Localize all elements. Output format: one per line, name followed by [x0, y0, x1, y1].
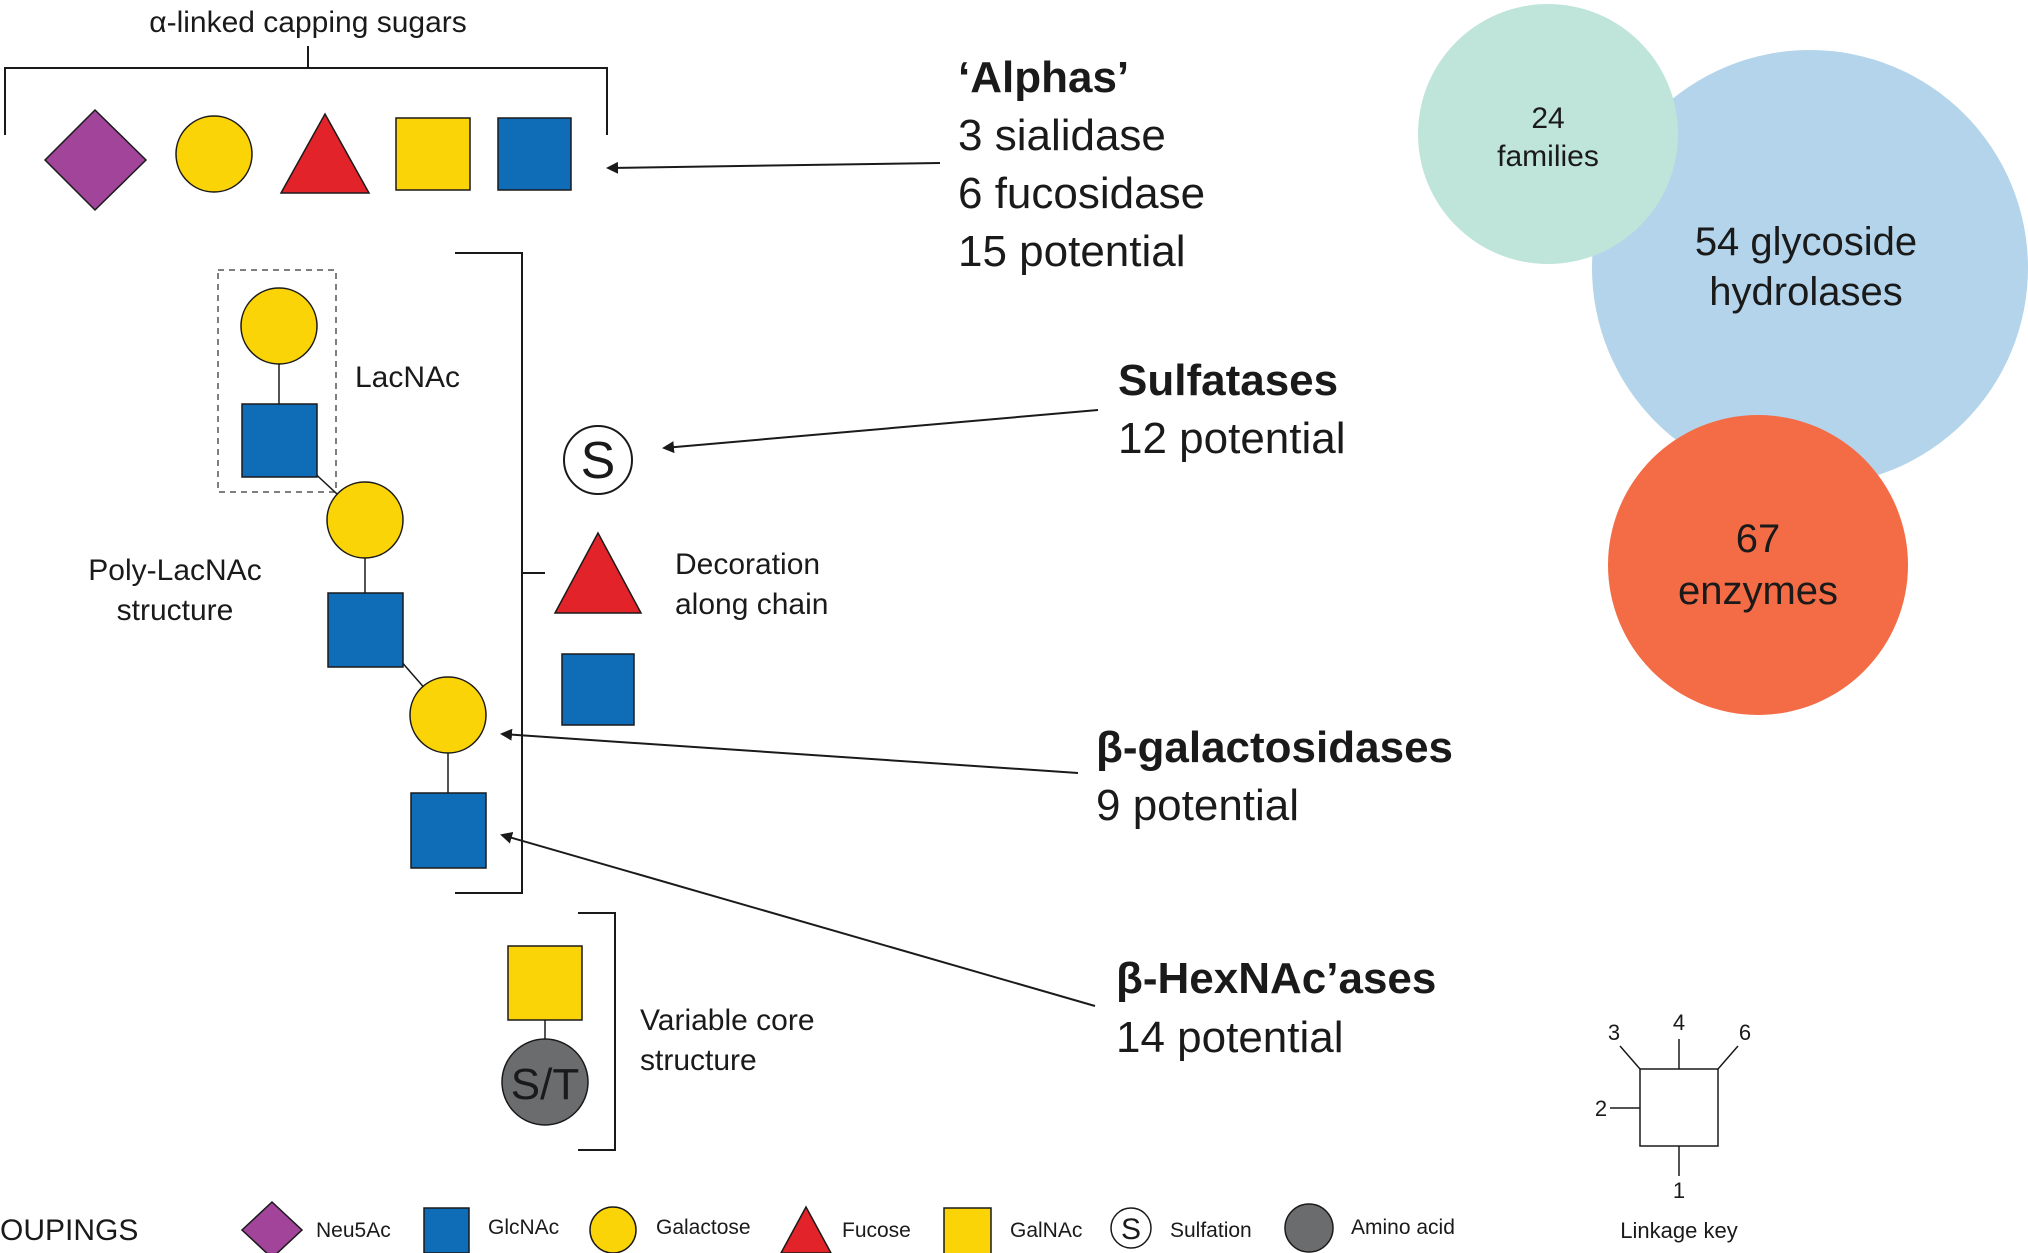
chain-galactose-3: [409, 676, 487, 754]
sulfation-circle-icon: [563, 425, 633, 495]
linkage-position-6: 6: [1739, 1020, 1751, 1045]
amino-acid-symbol: S/T: [511, 1060, 579, 1109]
venn-diagram: 24 families 54 glycoside hydrolases 67 e…: [1418, 4, 2028, 715]
bhex-heading: β-HexNAc’ases: [1116, 954, 1436, 1003]
neu5ac-diamond-icon: [43, 108, 148, 212]
bgal-text: β-galactosidases 9 potential: [1096, 723, 1453, 830]
poly-lacnac-label-line2: structure: [117, 594, 234, 627]
linkage-position-3: 3: [1608, 1020, 1620, 1045]
sulfatases-text: Sulfatases 12 potential: [1118, 356, 1346, 463]
glycoside-hydrolases-line1: 54 glycoside: [1695, 220, 1917, 264]
legend-label-glcnac: GlcNAc: [488, 1216, 559, 1239]
core-label-line2: structure: [640, 1044, 757, 1077]
sulfatases-arrow: [662, 409, 1099, 454]
chain-glcnac-1: [241, 403, 318, 478]
linkage-key: 1 2 3 4 6 Linkage key: [1595, 1010, 1751, 1243]
legend-galnac-icon: [943, 1207, 992, 1253]
enzymes-label: enzymes: [1678, 569, 1838, 613]
decoration-fucose-icon: [553, 531, 643, 614]
chain-glcnac-3: [410, 792, 487, 869]
bgal-line: 9 potential: [1096, 781, 1299, 830]
poly-lacnac-label-line1: Poly-LacNAc: [88, 554, 261, 587]
legend-galactose-icon: [589, 1206, 637, 1253]
linkage-position-4: 4: [1673, 1010, 1685, 1035]
bgal-arrow: [500, 728, 1079, 774]
capping-bracket: [4, 46, 608, 135]
alphas-arrow: [606, 161, 941, 174]
glycoside-hydrolases-circle: [1592, 50, 2028, 486]
arrows: [500, 161, 1099, 1007]
lacnac-label: LacNAc: [355, 361, 460, 394]
decoration-group: S Decoration along chain: [553, 425, 828, 726]
capping-sugars-group: α-linked capping sugars: [4, 6, 608, 212]
chain-bracket: [455, 252, 545, 894]
alphas-heading: ‘Alphas’: [958, 53, 1129, 102]
enzymes-circle: [1608, 415, 1908, 715]
variable-core-group: S/T Variable core structure: [501, 912, 815, 1151]
linkage-position-1: 1: [1673, 1178, 1685, 1203]
legend-label-amino-acid: Amino acid: [1351, 1216, 1455, 1239]
legend-sulfation-icon: [1110, 1207, 1152, 1249]
sulfatases-line: 12 potential: [1118, 414, 1346, 463]
legend-label-galactose: Galactose: [656, 1216, 751, 1239]
chain-galactose-2: [326, 481, 404, 559]
legend-label-sulfation: Sulfation: [1170, 1219, 1252, 1242]
glycoside-hydrolases-line2: hydrolases: [1709, 270, 1902, 314]
core-amino-acid-icon: [501, 1038, 589, 1126]
galactose-circle-icon: [175, 115, 253, 193]
legend-label-neu5ac: Neu5Ac: [316, 1219, 391, 1242]
legend-neu5ac-icon: [240, 1200, 304, 1253]
linkage-key-title: Linkage key: [1620, 1218, 1737, 1243]
legend-label-fucose: Fucose: [842, 1219, 911, 1242]
linkage-key-square: [1639, 1068, 1719, 1147]
families-count: 24: [1531, 102, 1564, 135]
enzymes-count: 67: [1736, 517, 1781, 561]
families-circle: [1418, 4, 1678, 264]
lacnac-dashed-box: [217, 269, 337, 493]
fucose-triangle-icon: [279, 112, 371, 194]
legend: OUPINGS Neu5Ac GlcNAc Galactose Fucose G…: [0, 1200, 1455, 1253]
bhex-arrow: [500, 832, 1096, 1007]
legend-fucose-icon: [780, 1205, 832, 1253]
legend-sulfation-symbol: S: [1121, 1213, 1141, 1246]
core-galnac-icon: [507, 945, 583, 1021]
chain-glcnac-2: [327, 592, 404, 668]
decoration-label-line2: along chain: [675, 588, 828, 621]
poly-lacnac-chain: LacNAc Poly-LacNAc structure: [88, 252, 545, 894]
legend-title: OUPINGS: [0, 1214, 138, 1247]
decoration-glcnac-icon: [561, 653, 635, 726]
glcnac-square-icon: [497, 117, 572, 191]
core-label-line1: Variable core: [640, 1004, 815, 1037]
bhex-text: β-HexNAc’ases 14 potential: [1116, 954, 1436, 1062]
alphas-line-3: 15 potential: [958, 227, 1186, 276]
alphas-line-1: 3 sialidase: [958, 111, 1166, 160]
families-label: families: [1497, 140, 1599, 173]
bhex-line: 14 potential: [1116, 1013, 1344, 1062]
legend-amino-acid-icon: [1284, 1203, 1334, 1253]
sulfatases-heading: Sulfatases: [1118, 356, 1338, 405]
chain-galactose-1: [240, 287, 318, 365]
decoration-label-line1: Decoration: [675, 548, 820, 581]
legend-label-galnac: GalNAc: [1010, 1219, 1082, 1242]
bgal-heading: β-galactosidases: [1096, 723, 1453, 772]
alphas-text: ‘Alphas’ 3 sialidase 6 fucosidase 15 pot…: [958, 53, 1205, 276]
galnac-square-icon: [395, 117, 471, 191]
legend-glcnac-icon: [423, 1207, 470, 1253]
sulfation-symbol: S: [581, 432, 616, 490]
core-bracket: [578, 912, 616, 1151]
capping-sugars-title: α-linked capping sugars: [149, 6, 467, 39]
linkage-position-2: 2: [1595, 1096, 1607, 1121]
alphas-line-2: 6 fucosidase: [958, 169, 1205, 218]
